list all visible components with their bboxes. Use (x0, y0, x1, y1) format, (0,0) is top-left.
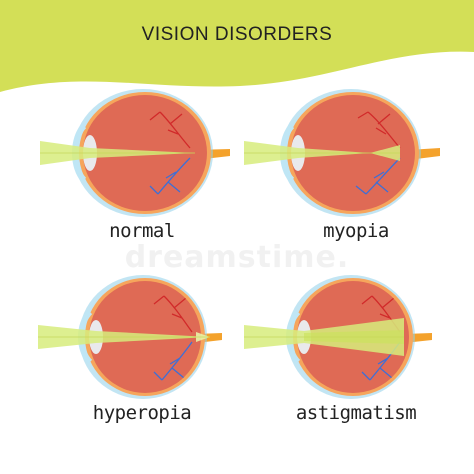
eye-hyperopia (38, 275, 222, 399)
watermark: dreamstime. (124, 240, 350, 275)
eye-myopia (244, 89, 440, 217)
blue-vessels (149, 157, 191, 195)
blue-vessels (153, 341, 193, 381)
red-vessels (357, 111, 401, 149)
header-banner (0, 0, 474, 92)
red-vessels (361, 295, 401, 333)
eye-astigmatism (244, 275, 432, 399)
red-vessels (153, 295, 193, 333)
label-myopia: myopia (323, 220, 389, 242)
blue-vessels (361, 341, 401, 381)
blue-vessels (355, 157, 401, 195)
label-normal: normal (109, 220, 175, 242)
eye-normal (40, 89, 230, 217)
label-hyperopia: hyperopia (92, 402, 192, 424)
page-title: VISION DISORDERS (141, 24, 333, 45)
label-astigmatism: astigmatism (295, 402, 417, 424)
red-vessels (149, 111, 191, 149)
